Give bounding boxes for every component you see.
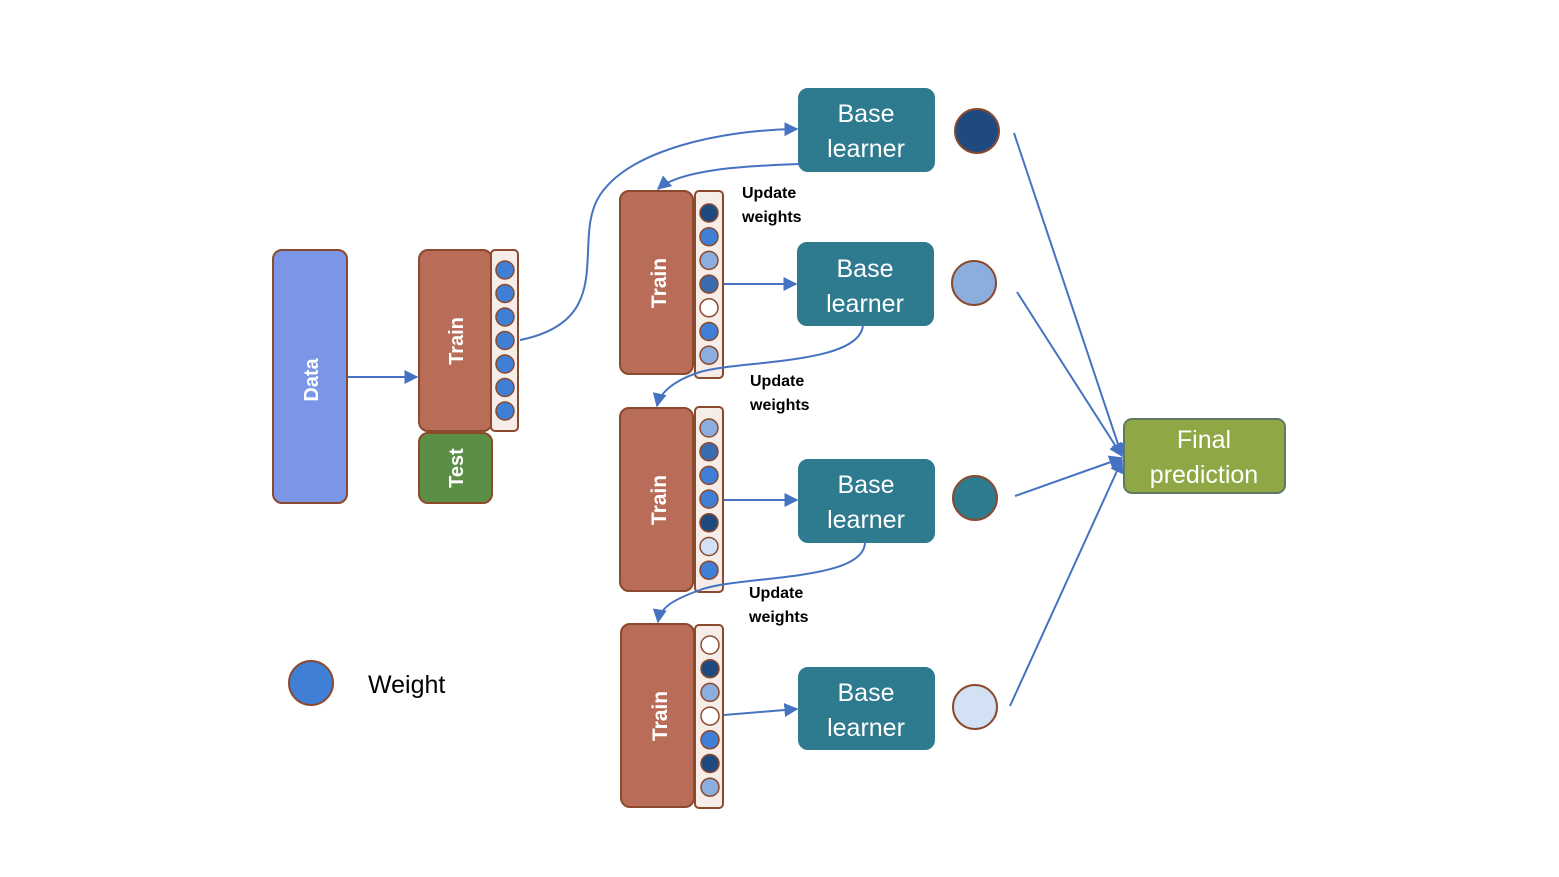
- train-set-2-weight-6: [699, 536, 719, 557]
- base-learner-2: Base learner: [797, 242, 934, 326]
- train-set-2-weight-5: [699, 513, 719, 533]
- train-set-1-weight-4: [699, 274, 719, 294]
- train-set-1-weight-6: [699, 321, 719, 342]
- base-learner-1: Base learner: [798, 88, 935, 172]
- train-set-3-weight-5: [700, 730, 720, 750]
- train-set-1: Train: [619, 190, 694, 375]
- final-prediction-line2: prediction: [1150, 461, 1258, 489]
- train-set-2-weight-4: [699, 489, 719, 509]
- output-weight-1: [954, 108, 1000, 154]
- final-prediction-block: Final prediction: [1123, 418, 1286, 494]
- train-set-2-label: Train: [648, 475, 671, 525]
- train-set-3-weight-4: [700, 706, 720, 726]
- update-weights-label-1-line1: Update: [742, 185, 796, 202]
- split-train-label: Train: [446, 317, 468, 365]
- train-set-2: Train: [619, 407, 694, 592]
- train-set-3-weights: [694, 624, 724, 809]
- train-set-2-weight-2: [699, 441, 719, 462]
- train-set-2-weight-1: [699, 418, 719, 438]
- output-4-to-final-arrow: [1009, 458, 1124, 707]
- split-weight-1: [495, 260, 515, 280]
- train-set-1-weights: [694, 190, 724, 379]
- split-test-label: Test: [446, 448, 468, 488]
- data-label: Data: [301, 357, 323, 401]
- base-learner-3-line1: Base: [838, 471, 895, 499]
- train-to-learner-1-arrow: [519, 122, 799, 341]
- train-set-2-weights: [694, 406, 724, 593]
- base-learner-2-line2: learner: [826, 290, 904, 318]
- train-set-1-weight-3: [699, 250, 719, 271]
- train-set-3-weight-6: [700, 753, 720, 774]
- split-weight-6: [495, 377, 515, 398]
- output-weight-4: [952, 684, 998, 730]
- base-learner-1-line2: learner: [827, 135, 905, 163]
- train-set-3-weight-3: [700, 682, 720, 703]
- train-set-3-label: Train: [649, 691, 672, 741]
- legend-weight-label: Weight: [368, 671, 445, 699]
- update-weights-label-3-line1: Update: [749, 585, 803, 602]
- train-set-1-weight-2: [699, 226, 719, 247]
- update-weights-label-2-line1: Update: [750, 373, 804, 390]
- base-learner-3: Base learner: [798, 459, 935, 543]
- train-set-3-weight-7: [700, 777, 720, 797]
- legend: Weight: [288, 660, 445, 706]
- base-learner-3-line2: learner: [827, 506, 905, 534]
- legend-weight-icon: [288, 660, 334, 706]
- update-weights-label-2: Update weights: [749, 373, 810, 414]
- train-set-1-weight-7: [699, 345, 719, 365]
- train-set-1-label: Train: [648, 258, 671, 308]
- train-set-3: Train: [620, 623, 695, 808]
- output-weight-2: [951, 260, 997, 306]
- base-learner-1-line1: Base: [838, 100, 895, 128]
- update-arrow-2: [652, 324, 864, 408]
- base-learner-4: Base learner: [798, 667, 935, 750]
- update-arrow-1: [656, 163, 801, 190]
- train-set-3-weight-2: [700, 658, 720, 679]
- train-3-to-learner-4-arrow: [723, 703, 799, 718]
- update-weights-label-2-line2: weights: [749, 397, 810, 414]
- train-set-3-weight-1: [700, 635, 720, 655]
- output-3-to-final-arrow: [1014, 455, 1124, 497]
- base-learner-2-line1: Base: [837, 255, 894, 283]
- output-2-to-final-arrow: [1016, 291, 1123, 458]
- update-weights-label-1: Update weights: [741, 185, 802, 226]
- split-weights-strip: [490, 249, 519, 432]
- train-set-1-weight-5: [699, 298, 719, 318]
- split-weight-3: [495, 307, 515, 327]
- output-1-to-final-arrow: [1013, 132, 1125, 458]
- data-block: Data: [272, 249, 348, 504]
- train-set-1-weight-1: [699, 203, 719, 223]
- update-weights-label-3: Update weights: [748, 585, 809, 626]
- base-learner-4-line2: learner: [827, 714, 905, 742]
- update-arrow-3: [652, 541, 866, 624]
- base-learner-4-line1: Base: [838, 679, 895, 707]
- output-weight-3: [952, 475, 998, 521]
- train-set-2-weight-3: [699, 465, 719, 486]
- final-prediction-line1: Final: [1177, 426, 1231, 454]
- split-weight-7: [495, 401, 515, 421]
- split-weight-5: [495, 354, 515, 374]
- split-weight-2: [495, 283, 515, 304]
- split-train-block: Train: [418, 249, 493, 432]
- split-weight-4: [495, 330, 515, 351]
- split-test-block: Test: [418, 432, 493, 504]
- train-set-2-weight-7: [699, 560, 719, 580]
- update-weights-label-1-line2: weights: [741, 209, 802, 226]
- update-weights-label-3-line2: weights: [748, 609, 809, 626]
